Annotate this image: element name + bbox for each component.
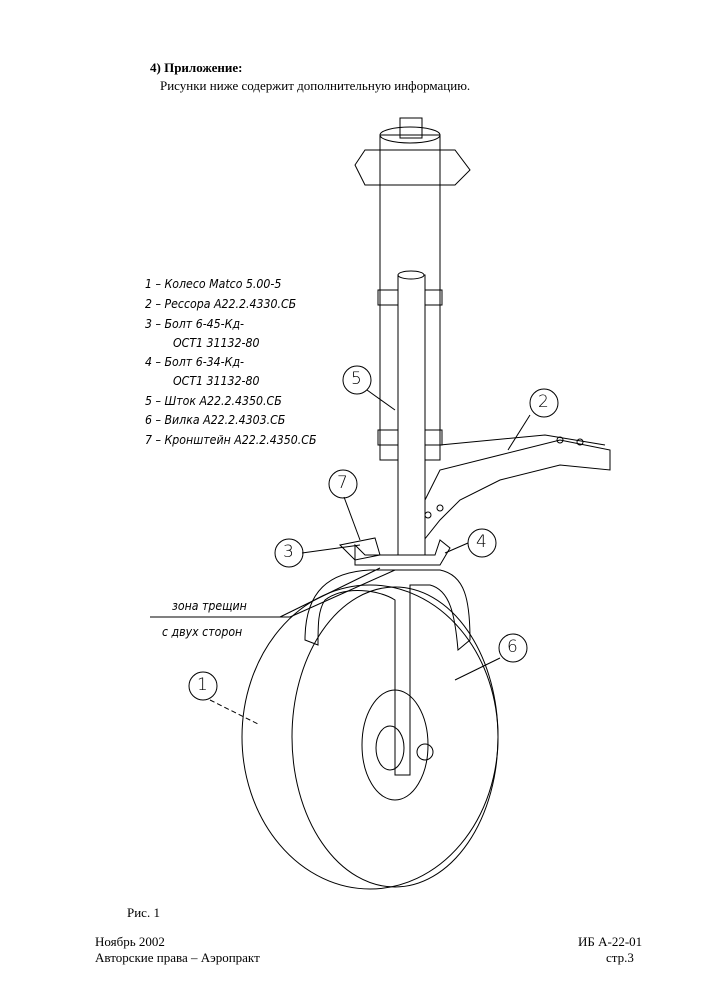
- wheel: [241, 584, 499, 890]
- callout-5: 5: [351, 369, 362, 389]
- piston-rod: [397, 270, 426, 556]
- footer-doc-id: ИБ А-22-01: [578, 934, 643, 949]
- legend-item: 3 – Болт 6-45-Кд-: [145, 316, 245, 331]
- crack-zone-sides-label: с двух сторон: [162, 624, 243, 639]
- callout-7: 7: [337, 473, 348, 493]
- legend-item: 7 – Кронштейн А22.2.4350.СБ: [145, 432, 317, 447]
- section-intro: Рисунки ниже содержит дополнительную инф…: [160, 78, 471, 93]
- callout-6: 6: [507, 637, 518, 657]
- legend-item: ОСТ1 31132-80: [173, 335, 260, 350]
- legend-item: 2 – Рессора А22.2.4330.СБ: [145, 296, 297, 311]
- callout-3: 3: [283, 542, 294, 562]
- legend-item: ОСТ1 31132-80: [173, 373, 260, 388]
- callout-2: 2: [538, 392, 549, 412]
- callout-circles: [188, 365, 559, 701]
- crack-zone-label: зона трещин: [172, 598, 247, 613]
- callout-4: 4: [476, 532, 487, 552]
- callout-1: 1: [197, 675, 208, 695]
- footer-copyright: Авторские права – Аэропракт: [95, 950, 260, 965]
- legend-item: 4 – Болт 6-34-Кд-: [145, 354, 245, 369]
- footer-page: стр.3: [606, 950, 634, 965]
- bracket-side: [338, 537, 381, 561]
- leader-lines: [150, 389, 531, 726]
- legend-item: 5 – Шток А22.2.4350.СБ: [145, 393, 282, 408]
- figure-caption: Рис. 1: [127, 905, 160, 920]
- footer-date: Ноябрь 2002: [95, 934, 165, 949]
- bracket: [354, 539, 451, 566]
- legend-item: 1 – Колесо Matco 5.00-5: [145, 276, 282, 291]
- legend-item: 6 – Вилка А22.2.4303.СБ: [145, 412, 286, 427]
- fork: [304, 569, 471, 776]
- section-heading: 4) Приложение:: [150, 60, 243, 75]
